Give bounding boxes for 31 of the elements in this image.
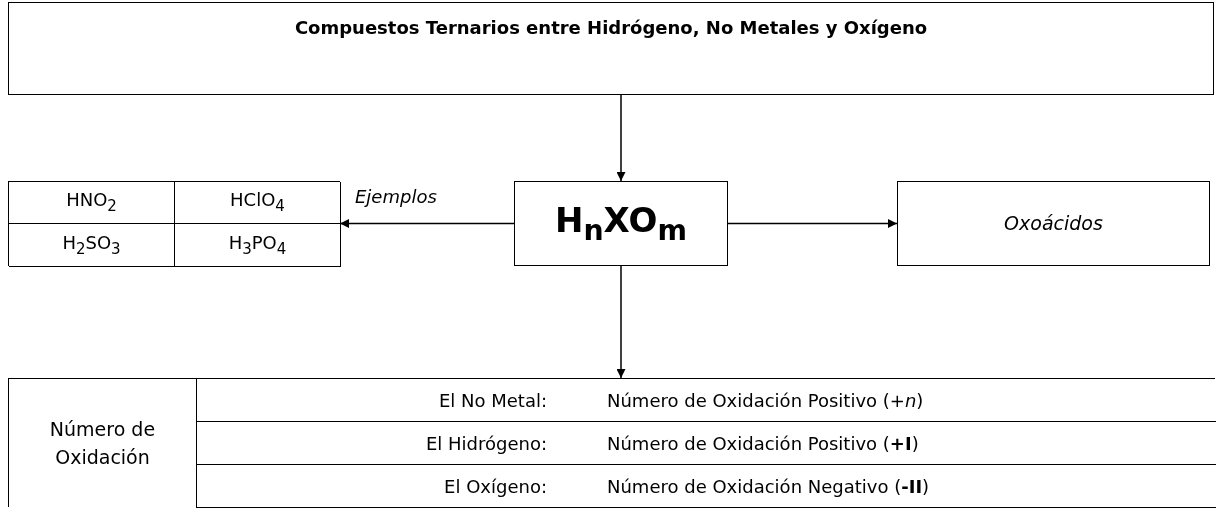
table-cell — [9, 224, 175, 267]
table-row — [197, 422, 1216, 465]
table-row — [197, 465, 1216, 508]
table-box — [8, 378, 1215, 507]
arrow — [616, 265, 626, 379]
arrow — [727, 219, 898, 228]
row-label: El Hidrógeno: — [425, 432, 547, 454]
formula-text: H$_{n}$XO$_{m}$ — [554, 199, 688, 249]
row-value: Número de Oxidación Negativo (-II) — [607, 475, 930, 497]
row-value: Número de Oxidación Positivo (+n) — [607, 389, 924, 411]
table-cell — [175, 224, 341, 267]
node-text: Número de Oxidación — [48, 416, 157, 470]
category-box — [897, 181, 1210, 266]
table-row — [197, 379, 1216, 422]
node-text: HNO$_{2}$ — [66, 188, 117, 217]
node-text: H$_{3}$PO$_{4}$ — [228, 230, 287, 260]
formula-box — [514, 181, 728, 266]
arrow — [339, 219, 515, 228]
node-text: Compuestos Ternarios entre Hidrógeno, No Metales y Oxígeno — [294, 16, 928, 40]
node-text: HClO$_{4}$ — [230, 188, 285, 217]
title-box — [8, 2, 1214, 95]
row-value: Número de Oxidación Positivo (+I) — [607, 432, 919, 454]
row-label: El No Metal: — [438, 389, 547, 411]
node-text: Oxoácidos — [1004, 210, 1103, 236]
node-text: H$_{2}$SO$_{3}$ — [62, 230, 121, 260]
table-cell — [9, 379, 197, 508]
arrow — [616, 94, 626, 182]
row-label: El Oxígeno: — [444, 475, 547, 497]
table-box — [8, 181, 340, 266]
table-cell — [175, 182, 341, 224]
table-cell — [9, 182, 175, 224]
